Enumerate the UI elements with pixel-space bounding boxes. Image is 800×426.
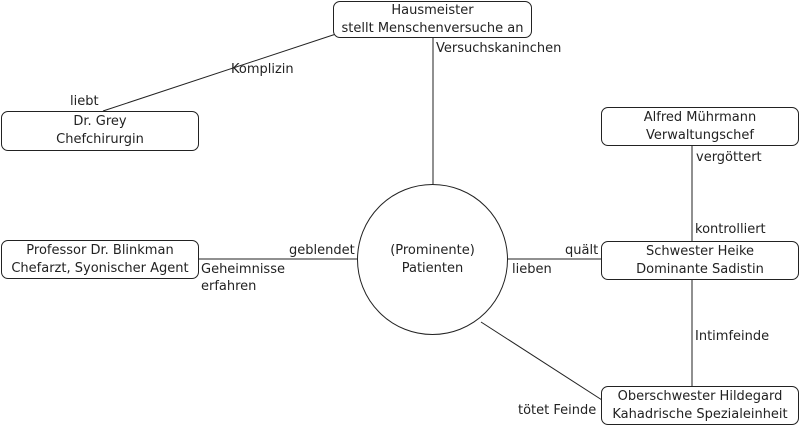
node-hildegard[interactable]: Oberschwester Hildegard Kahadrische Spez…	[601, 386, 799, 425]
node-heike[interactable]: Schwester Heike Dominante Sadistin	[601, 241, 799, 280]
edge-label-lieben: lieben	[512, 262, 552, 277]
node-blinkman-name: Professor Dr. Blinkman	[26, 242, 174, 258]
node-blinkman-role: Chefarzt, Syonischer Agent	[11, 260, 189, 276]
node-hildegard-name: Oberschwester Hildegard	[617, 388, 783, 404]
node-patienten-line1: (Prominente)	[390, 242, 475, 258]
node-hildegard-role: Kahadrische Spezialeinheit	[612, 406, 788, 422]
node-muehrmann[interactable]: Alfred Mührmann Verwaltungschef	[601, 107, 799, 146]
edge-label-geheimnisse-line2: erfahren	[201, 279, 257, 294]
node-patienten-line2: Patienten	[401, 260, 464, 276]
edge-label-komplizin: Komplizin	[231, 62, 294, 77]
edge-label-liebt: liebt	[70, 94, 99, 109]
edge-label-versuchskaninchen: Versuchskaninchen	[436, 41, 562, 56]
node-heike-name: Schwester Heike	[645, 243, 755, 259]
node-grey-name: Dr. Grey	[73, 114, 127, 129]
edge-label-vergoettert: vergöttert	[696, 150, 762, 165]
node-blinkman[interactable]: Professor Dr. Blinkman Chefarzt, Syonisc…	[1, 240, 199, 279]
edge-label-geheimnisse-line1: Geheimnisse	[201, 262, 285, 277]
node-hausmeister-name: Hausmeister	[391, 2, 474, 18]
node-hausmeister[interactable]: Hausmeister stellt Menschenversuche an	[333, 1, 532, 38]
edge-label-toetet-feinde: tötet Feinde	[518, 403, 597, 418]
edge-patienten-hildegard	[480, 321, 603, 401]
edge-label-kontrolliert: kontrolliert	[695, 222, 766, 237]
node-grey-role: Chefchirurgin	[56, 132, 144, 147]
edge-label-geblendet: geblendet	[289, 243, 355, 258]
node-patienten[interactable]: (Prominente) Patienten	[357, 184, 508, 335]
edge-label-quaelt: quält	[565, 243, 599, 258]
node-hausmeister-role: stellt Menschenversuche an	[341, 20, 524, 36]
edge-grey-hausmeister	[102, 33, 337, 112]
node-muehrmann-name: Alfred Mührmann	[643, 109, 757, 125]
node-heike-role: Dominante Sadistin	[636, 261, 764, 277]
edge-label-intimfeinde: Intimfeinde	[695, 329, 770, 344]
node-grey[interactable]: Dr. Grey Chefchirurgin	[1, 111, 199, 151]
node-muehrmann-role: Verwaltungschef	[646, 127, 754, 143]
